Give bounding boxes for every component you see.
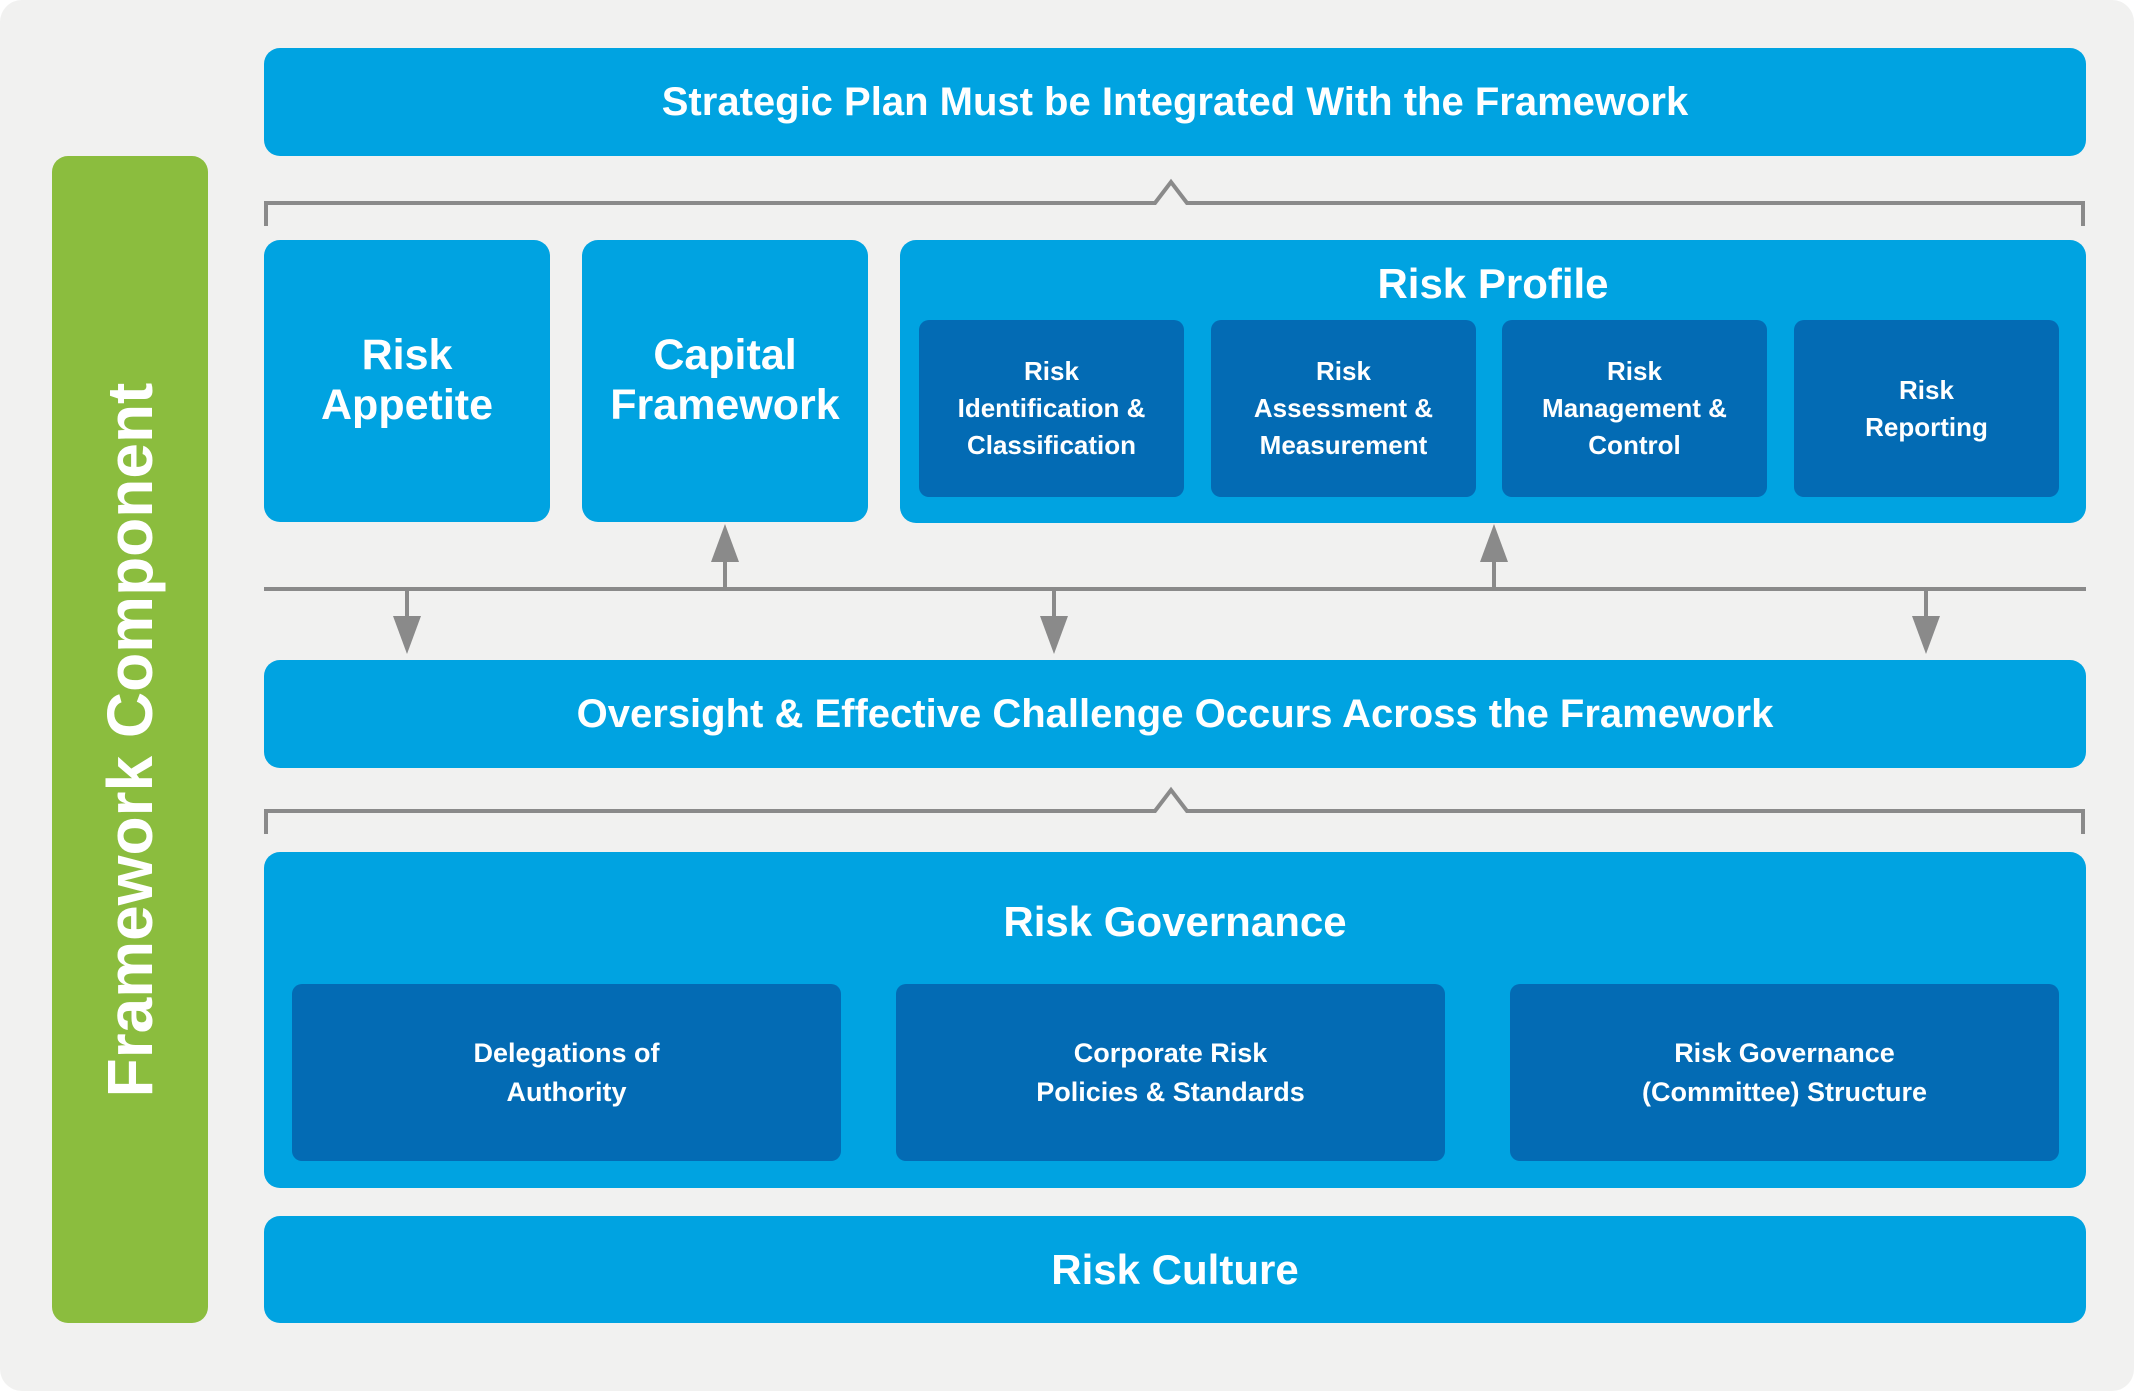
risk-assessment-line2: Assessment & xyxy=(1253,393,1434,424)
risk-assessment-box: Risk Assessment & Measurement xyxy=(1211,320,1476,497)
top-bracket xyxy=(264,178,2085,226)
delegations-box: Delegations of Authority xyxy=(292,984,841,1161)
risk-appetite-box: Risk Appetite xyxy=(264,240,550,522)
risk-culture-text: Risk Culture xyxy=(1051,1245,1299,1293)
risk-identification-line2: Identification & xyxy=(957,393,1146,424)
delegations-line2: Authority xyxy=(506,1076,627,1107)
risk-assessment-line3: Measurement xyxy=(1259,429,1428,460)
strategic-plan-text: Strategic Plan Must be Integrated With t… xyxy=(661,79,1689,124)
risk-reporting-line2: Reporting xyxy=(1865,411,1988,442)
risk-governance-panel: Risk Governance Delegations of Authority… xyxy=(264,852,2086,1188)
governance-structure-line2: (Committee) Structure xyxy=(1641,1076,1928,1107)
risk-management-line3: Control xyxy=(1588,429,1681,460)
risk-culture-banner: Risk Culture xyxy=(264,1216,2086,1323)
capital-up-arrow-icon xyxy=(711,524,739,562)
governance-structure-line1: Risk Governance xyxy=(1674,1038,1895,1069)
strategic-plan-banner: Strategic Plan Must be Integrated With t… xyxy=(264,48,2086,156)
delegations-line1: Delegations of xyxy=(473,1038,660,1069)
capital-framework-box: Capital Framework xyxy=(582,240,868,522)
risk-management-line2: Management & xyxy=(1542,393,1727,424)
oversight-text: Oversight & Effective Challenge Occurs A… xyxy=(576,691,1774,736)
risk-profile-title: Risk Profile xyxy=(1377,260,1609,307)
risk-reporting-box: Risk Reporting xyxy=(1794,320,2059,497)
risk-management-box: Risk Management & Control xyxy=(1502,320,1767,497)
risk-reporting-line1: Risk xyxy=(1899,374,1954,405)
risk-governance-title: Risk Governance xyxy=(1003,898,1347,945)
profile-up-arrow-icon xyxy=(1480,524,1508,562)
down-arrow-2-icon xyxy=(1040,616,1068,654)
risk-identification-line3: Classification xyxy=(966,429,1137,460)
risk-management-line1: Risk xyxy=(1607,356,1662,387)
risk-appetite-label: Risk Appetite xyxy=(321,331,493,429)
risk-identification-line1: Risk xyxy=(1024,356,1079,387)
capital-framework-label: Capital Framework xyxy=(610,331,840,429)
down-arrow-3-icon xyxy=(1912,616,1940,654)
corporate-risk-line1: Corporate Risk xyxy=(1073,1038,1268,1069)
corporate-risk-line2: Policies & Standards xyxy=(1036,1076,1305,1107)
oversight-banner: Oversight & Effective Challenge Occurs A… xyxy=(264,660,2086,768)
corporate-risk-box: Corporate Risk Policies & Standards xyxy=(896,984,1445,1161)
down-arrow-1-icon xyxy=(393,616,421,654)
middle-bracket xyxy=(264,786,2085,834)
risk-assessment-line1: Risk xyxy=(1316,356,1371,387)
risk-profile-panel: Risk Profile Risk Identification & Class… xyxy=(900,240,2086,523)
framework-component-bar: Framework Component xyxy=(52,156,208,1323)
governance-structure-box: Risk Governance (Committee) Structure xyxy=(1510,984,2059,1161)
risk-identification-box: Risk Identification & Classification xyxy=(919,320,1184,497)
